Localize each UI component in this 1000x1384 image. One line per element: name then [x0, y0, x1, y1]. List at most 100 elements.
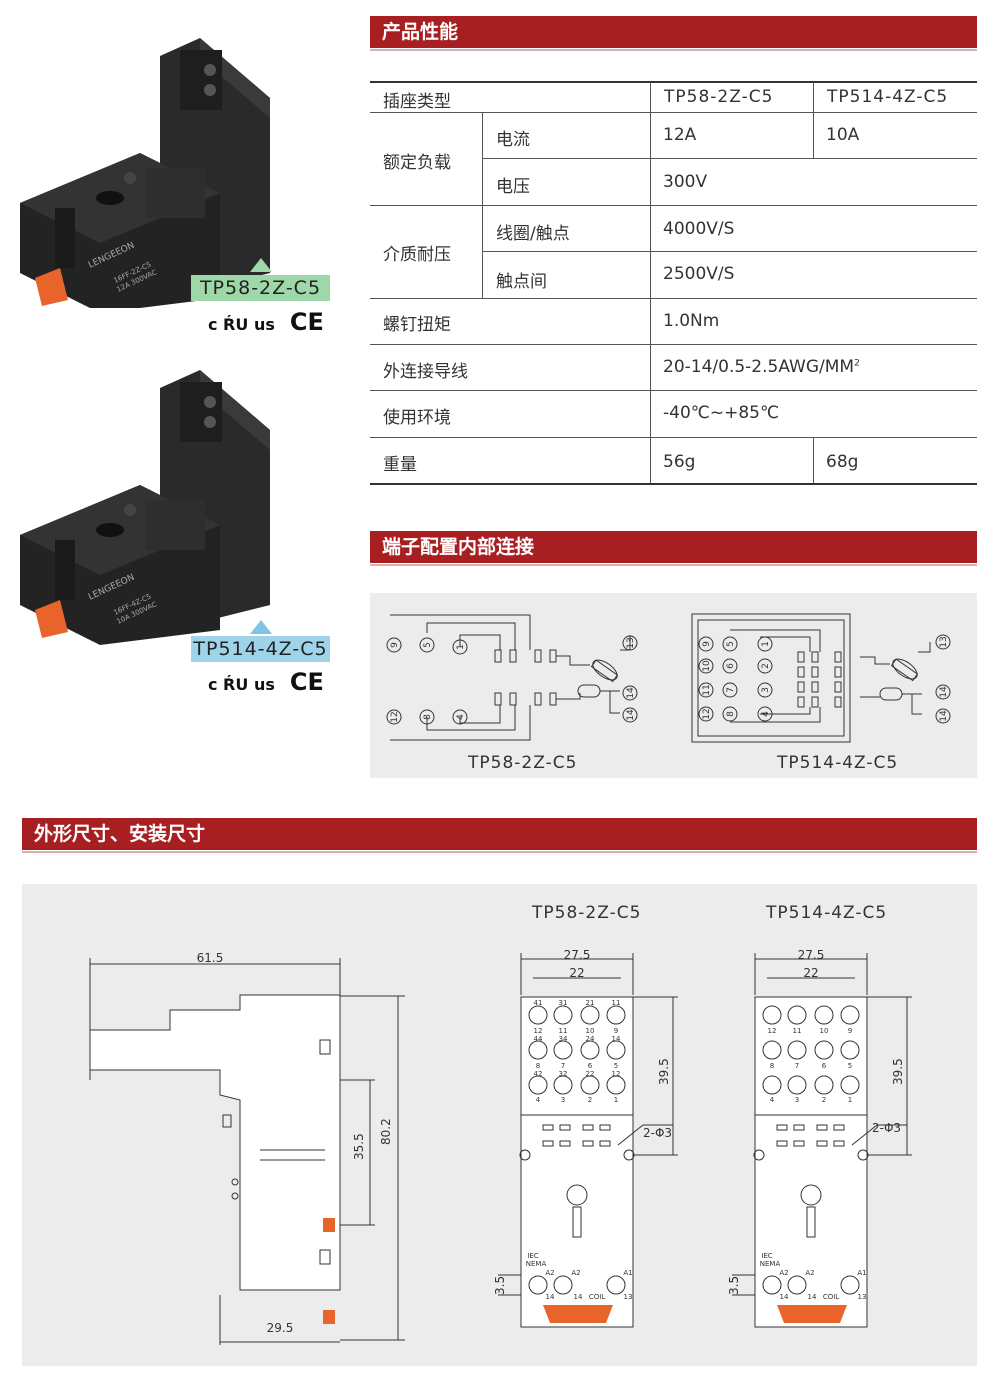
- section-title-dimensions: 外形尺寸、安装尺寸: [34, 823, 206, 845]
- spec-wire-sup: 2: [854, 358, 860, 369]
- base-coil: COIL: [589, 1293, 605, 1301]
- side-view-drawing: 61.5 80.2 35.5 29.5: [89, 951, 405, 1345]
- spec-rated-load-label: 额定负载: [383, 153, 451, 173]
- spec-environment: -40℃~+85℃: [663, 403, 780, 423]
- pin-lbl: 2: [588, 1096, 592, 1104]
- pin-lbl: 31: [559, 999, 568, 1007]
- term-5: 5: [423, 642, 433, 648]
- term-r-1: 1: [761, 641, 771, 647]
- term-r-9: 9: [702, 641, 712, 647]
- term-r-4: 4: [761, 711, 771, 717]
- term-r-7: 7: [726, 687, 736, 693]
- term-12: 12: [390, 711, 400, 722]
- term-r-14b: 14: [939, 710, 949, 722]
- front-view-tp514: 12 11 10 9 8 7 6 5 4 3 2 1 IEC NEMA A2 A…: [727, 948, 912, 1328]
- base-14b: 14: [574, 1293, 583, 1301]
- cert-marks-1: c ŔU us CE: [208, 308, 324, 336]
- dim-side-base: 29.5: [267, 1321, 294, 1335]
- model-tag-tp58-text: TP58-2Z-C5: [199, 277, 322, 299]
- term-r-11: 11: [702, 684, 712, 695]
- term-14a: 14: [626, 687, 636, 699]
- wiring-caption-tp58: TP58-2Z-C5: [468, 753, 578, 773]
- base-iec: IEC: [761, 1252, 772, 1260]
- base-a2a: A2: [779, 1269, 788, 1277]
- ce-mark-icon: CE: [289, 308, 324, 336]
- term-9: 9: [390, 642, 400, 648]
- base-nema: NEMA: [526, 1260, 547, 1268]
- dim-front-bottom: 3.5: [493, 1276, 507, 1295]
- spec-header-col1: TP58-2Z-C5: [664, 87, 774, 107]
- wiring-diagram-tp58: 9 5 1 12 8 4 13 14 14: [386, 614, 638, 741]
- pin-lbl: 12: [612, 1070, 621, 1078]
- tag-arrow-1: [250, 258, 272, 272]
- pin-lbl: 1: [848, 1096, 852, 1104]
- pin-lbl: 6: [588, 1062, 593, 1070]
- spec-header-col2: TP514-4Z-C5: [827, 87, 949, 107]
- model-tag-tp514-text: TP514-4Z-C5: [193, 638, 328, 660]
- pin-lbl: 5: [848, 1062, 852, 1070]
- front-view-tp58: 41 31 21 11 12 11 10 9 44 34 24 14 8 7 6…: [493, 948, 678, 1328]
- pin-lbl: 3: [561, 1096, 565, 1104]
- wiring-panel: [370, 593, 977, 778]
- ul-mark-icon: c ŔU us: [208, 675, 275, 694]
- pin-lbl: 11: [793, 1027, 802, 1035]
- dim-front-hole-2: 2-Φ3: [872, 1121, 901, 1135]
- pin-lbl: 1: [614, 1096, 618, 1104]
- spec-header-label: 插座类型: [383, 92, 451, 112]
- pin-lbl: 24: [586, 1035, 595, 1043]
- base-14b: 14: [808, 1293, 817, 1301]
- dim-side-height-mid: 35.5: [352, 1133, 366, 1160]
- spec-voltage-label: 电压: [496, 177, 530, 197]
- ul-mark-icon: c ŔU us: [208, 315, 275, 334]
- pin-lbl: 21: [586, 999, 595, 1007]
- spec-torque-label: 螺钉扭矩: [383, 315, 451, 335]
- section-title-wiring: 端子配置内部连接: [382, 536, 535, 558]
- spec-voltage: 300V: [663, 172, 708, 192]
- term-r-2: 2: [761, 663, 771, 669]
- spec-coil-contact: 4000V/S: [663, 219, 735, 239]
- term-r-6: 6: [726, 663, 736, 669]
- spec-weight-label: 重量: [383, 455, 417, 475]
- base-13: 13: [624, 1293, 633, 1301]
- spec-wire: 20-14/0.5-2.5AWG/MM: [663, 357, 855, 377]
- term-r-8: 8: [726, 711, 736, 717]
- base-coil: COIL: [823, 1293, 839, 1301]
- term-4: 4: [456, 714, 466, 720]
- base-a2b: A2: [805, 1269, 814, 1277]
- pin-lbl: 9: [614, 1027, 618, 1035]
- pin-lbl: 7: [795, 1062, 799, 1070]
- pin-lbl: 14: [612, 1035, 621, 1043]
- dim-side-height-total: 80.2: [379, 1118, 393, 1145]
- pin-lbl: 11: [612, 999, 621, 1007]
- spec-wire-label: 外连接导线: [383, 362, 468, 382]
- pin-lbl: 41: [534, 999, 543, 1007]
- product-image-tp514: LENGEEON 16FF-4Z-C5 10A 300VAC: [20, 370, 270, 645]
- spec-torque: 1.0Nm: [663, 311, 720, 331]
- section-bar-performance: 产品性能: [370, 16, 977, 51]
- base-a1: A1: [623, 1269, 632, 1277]
- model-tag-tp58: TP58-2Z-C5: [191, 275, 330, 301]
- pin-lbl: 2: [822, 1096, 826, 1104]
- pin-lbl: 3: [795, 1096, 799, 1104]
- ce-mark-icon: CE: [289, 668, 324, 696]
- spec-weight-2: 68g: [826, 452, 859, 472]
- section-bar-wiring: 端子配置内部连接: [370, 531, 977, 566]
- term-r-10: 10: [702, 660, 712, 672]
- spec-coil-contact-label: 线圈/触点: [496, 224, 570, 244]
- spec-environment-label: 使用环境: [383, 408, 451, 428]
- dim-front-hole: 2-Φ3: [643, 1126, 672, 1140]
- term-8: 8: [423, 714, 433, 720]
- pin-lbl: 7: [561, 1062, 565, 1070]
- model-tag-tp514: TP514-4Z-C5: [191, 636, 330, 662]
- spec-current-label: 电流: [496, 130, 530, 150]
- dim-front-height-2: 39.5: [891, 1058, 905, 1085]
- pin-lbl: 10: [820, 1027, 829, 1035]
- term-1: 1: [456, 644, 466, 650]
- spec-dielectric-label: 介质耐压: [383, 245, 451, 265]
- term-14b: 14: [626, 709, 636, 721]
- base-a1: A1: [857, 1269, 866, 1277]
- pin-lbl: 42: [534, 1070, 543, 1078]
- base-a2b: A2: [571, 1269, 580, 1277]
- section-bar-dimensions: 外形尺寸、安装尺寸: [22, 818, 977, 853]
- pin-lbl: 12: [534, 1027, 543, 1035]
